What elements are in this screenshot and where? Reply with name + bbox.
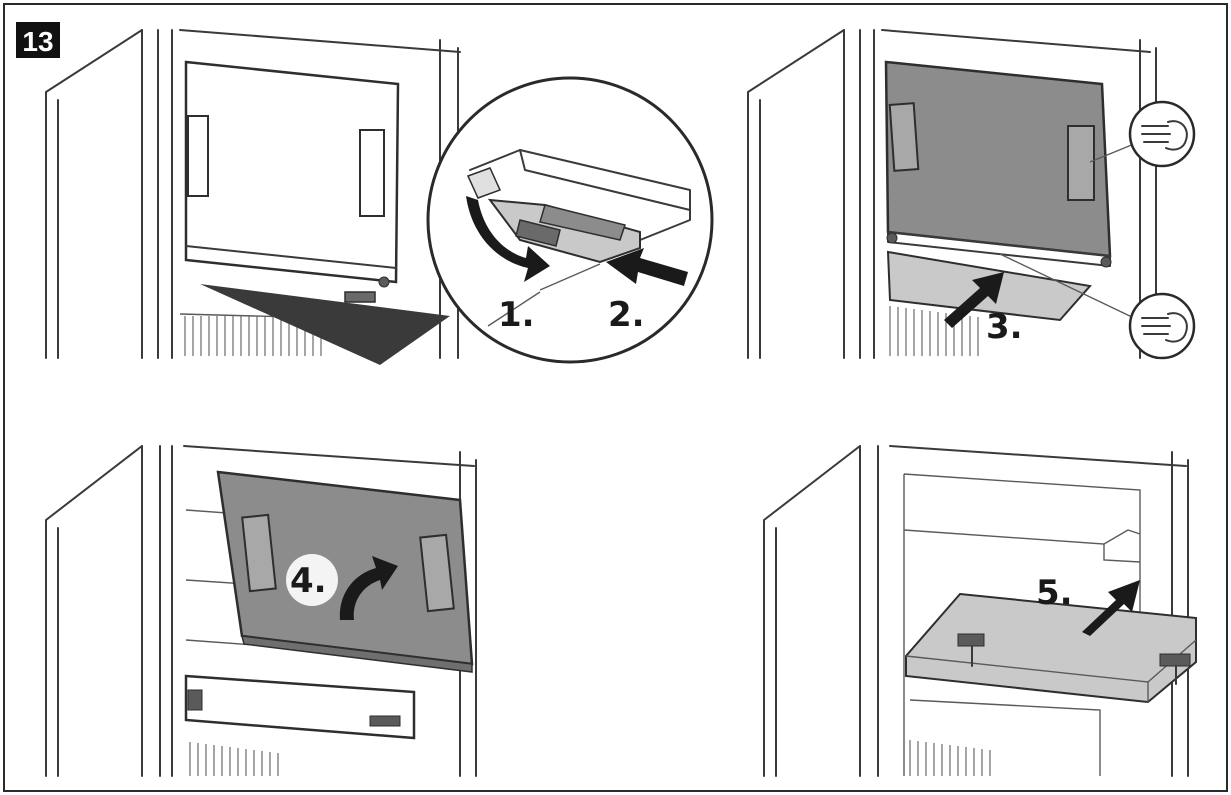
scene-step-1-2: 1. 2. <box>45 29 714 365</box>
step-label-2: 2. <box>608 295 645 335</box>
scene-step-3: 3. <box>747 29 1196 360</box>
lower-tray <box>184 674 416 740</box>
fridge-side-wall <box>45 29 143 359</box>
drawer-handle-left <box>888 102 920 172</box>
drawer-handle-left <box>241 513 277 593</box>
scene-step-4: 4. <box>45 445 477 777</box>
straight-arrow-icon <box>944 272 1004 328</box>
step-label-4: 4. <box>290 561 327 601</box>
hand-push-icon-top <box>1128 100 1196 168</box>
drawer-front-white <box>184 60 400 284</box>
drawer-handle-right <box>1067 125 1095 201</box>
drawer-handle-right <box>359 129 385 217</box>
drawer-handle-left <box>187 115 209 197</box>
step-label-5: 5. <box>1036 573 1073 613</box>
figure-frame <box>3 3 1228 792</box>
figure-badge: 13 <box>16 22 60 58</box>
step-label-3: 3. <box>986 307 1023 347</box>
detail-magnifier <box>426 76 714 364</box>
curved-arrow-icon <box>339 556 398 620</box>
straight-arrow-icon <box>606 248 688 286</box>
scene-step-5: 5. <box>763 445 1197 777</box>
callout-pointer <box>200 284 450 365</box>
step-label-1: 1. <box>498 295 535 335</box>
figure-number: 13 <box>22 26 53 57</box>
curved-arrow-icon <box>466 196 550 282</box>
straight-arrow-icon <box>1082 580 1140 636</box>
hand-push-icon-bottom <box>1128 292 1196 360</box>
drawer-handle-right <box>419 533 455 613</box>
